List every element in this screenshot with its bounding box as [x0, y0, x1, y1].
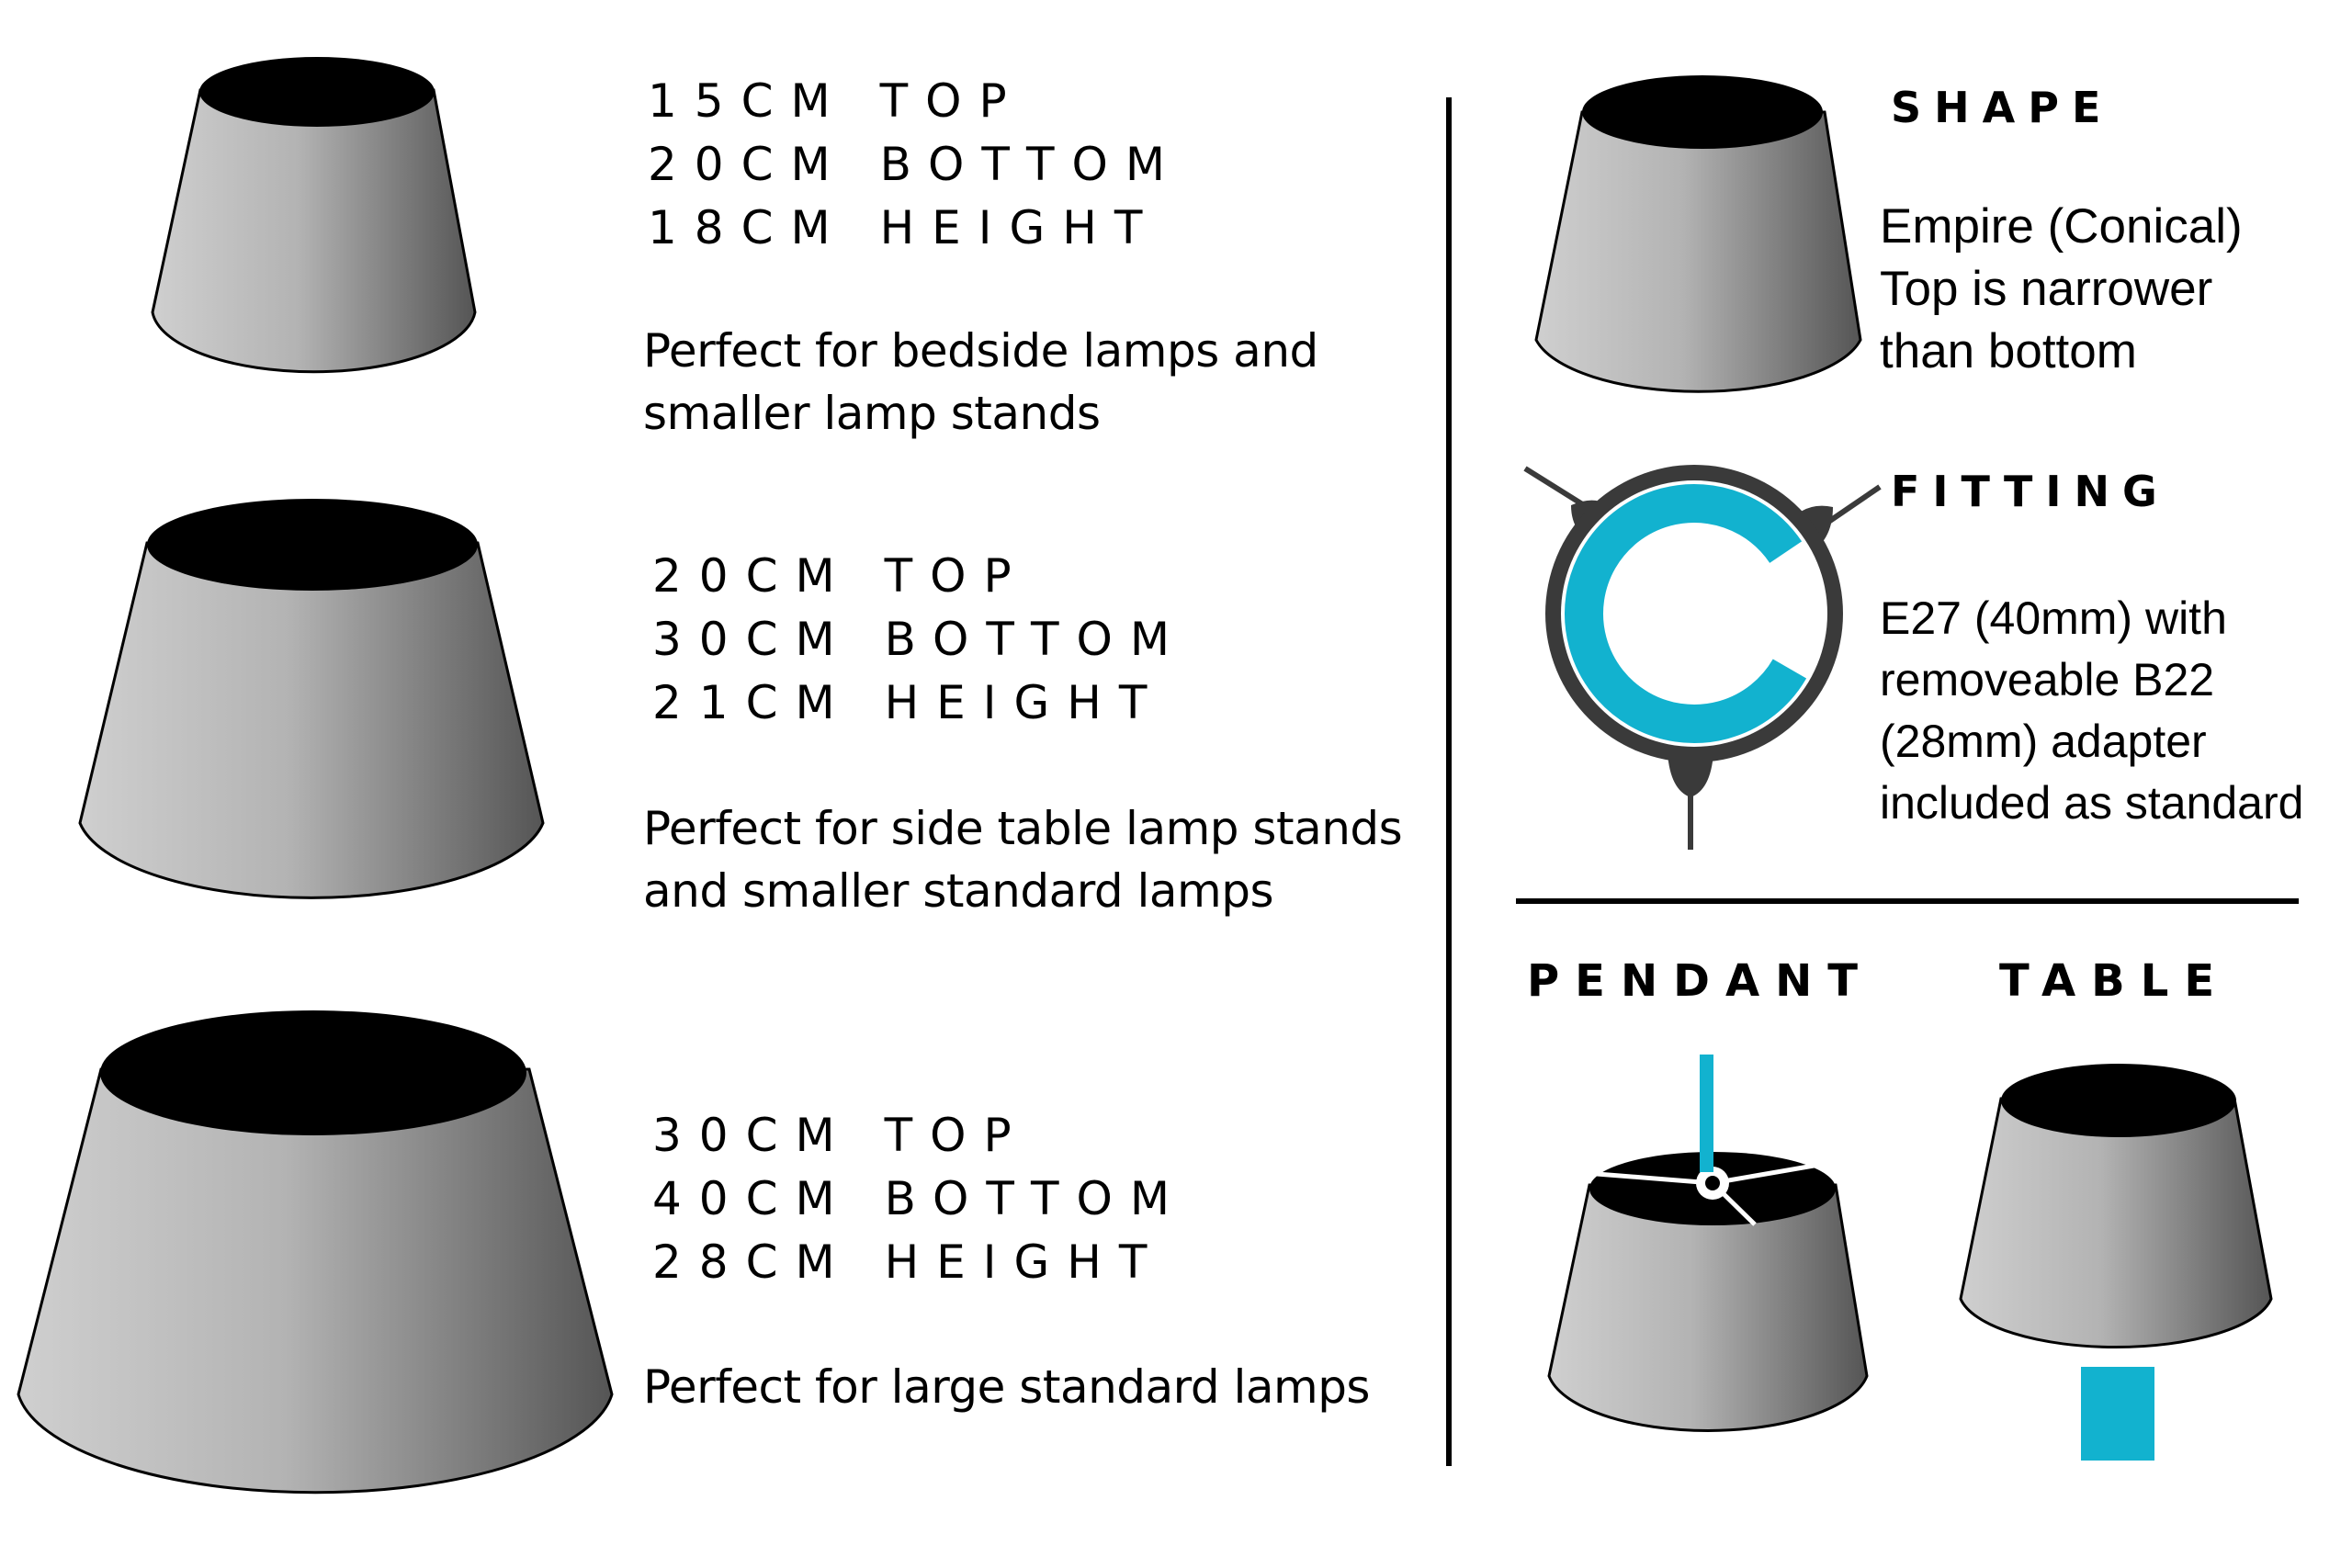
- fitting-diagram: [1516, 459, 1883, 854]
- shade-small-image: [149, 57, 480, 383]
- size-large-desc-line1: Perfect for large standard lamps: [643, 1360, 1370, 1414]
- size-small-description: Perfect for bedside lamps and smaller la…: [643, 320, 1318, 445]
- shape-shade-image: [1532, 64, 1863, 413]
- size-medium-specs: 20CM TOP 30CM BOTTOM 21CM HEIGHT: [652, 545, 1187, 735]
- vertical-divider: [1446, 97, 1452, 1466]
- fitting-description: E27 (40mm) with removeable B22 (28mm) ad…: [1880, 588, 2303, 834]
- horizontal-divider: [1516, 898, 2299, 904]
- size-small-specs: 15CM TOP 20CM BOTTOM 18CM HEIGHT: [648, 70, 1182, 260]
- fitting-line4: included as standard: [1880, 777, 2304, 829]
- fitting-line3: (28mm) adapter: [1880, 716, 2207, 767]
- fitting-line2: removeable B22: [1880, 654, 2215, 705]
- fitting-line1: E27 (40mm) with: [1880, 592, 2227, 644]
- table-heading: TABLE: [1999, 955, 2231, 1007]
- table-shade-image: [1957, 1055, 2278, 1463]
- size-large-bottom: 40CM BOTTOM: [652, 1172, 1188, 1225]
- size-small-desc-line1: Perfect for bedside lamps and: [643, 324, 1318, 378]
- size-medium-bottom: 30CM BOTTOM: [652, 613, 1188, 666]
- size-medium-description: Perfect for side table lamp stands and s…: [643, 797, 1403, 922]
- fitting-ring-icon: [1523, 465, 1882, 850]
- shape-line2: Top is narrower: [1880, 262, 2213, 316]
- fitting-heading: FITTING: [1891, 467, 2170, 516]
- size-small-height: 18CM HEIGHT: [648, 201, 1160, 254]
- size-medium-desc-line2: and smaller standard lamps: [643, 864, 1274, 918]
- pendant-shade-image: [1544, 1055, 1874, 1450]
- size-large-height: 28CM HEIGHT: [652, 1235, 1165, 1289]
- size-medium-desc-line1: Perfect for side table lamp stands: [643, 802, 1403, 855]
- shape-line1: Empire (Conical): [1880, 199, 2243, 254]
- shape-line3: than bottom: [1880, 324, 2137, 378]
- shape-description: Empire (Conical) Top is narrower than bo…: [1880, 196, 2243, 383]
- size-large-top: 30CM TOP: [652, 1109, 1029, 1162]
- shade-medium-image: [75, 496, 553, 914]
- shade-large-image: [13, 1009, 619, 1505]
- size-large-description: Perfect for large standard lamps: [643, 1356, 1370, 1418]
- size-small-bottom: 20CM BOTTOM: [648, 138, 1183, 191]
- size-medium-top: 20CM TOP: [652, 549, 1029, 603]
- size-small-desc-line2: smaller lamp stands: [643, 387, 1101, 440]
- shape-heading: SHAPE: [1891, 83, 2114, 132]
- pendant-heading: PENDANT: [1527, 955, 1874, 1007]
- size-medium-height: 21CM HEIGHT: [652, 676, 1165, 729]
- size-small-top: 15CM TOP: [648, 74, 1024, 128]
- size-large-specs: 30CM TOP 40CM BOTTOM 28CM HEIGHT: [652, 1104, 1187, 1294]
